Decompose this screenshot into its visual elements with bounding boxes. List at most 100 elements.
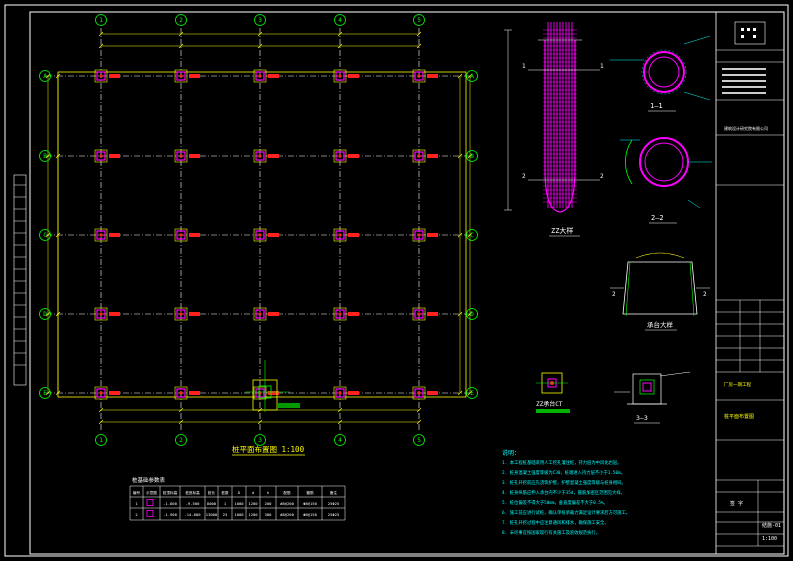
table-title: 桩基础参数表	[132, 476, 166, 484]
table-header-cell: 示意图	[146, 490, 157, 495]
svg-text:5: 5	[417, 17, 421, 24]
pile-tag	[189, 391, 200, 395]
elev-section-2-b: 2	[600, 173, 604, 180]
axis-bubble-left-E: E	[39, 387, 51, 399]
table-cell: #8@200	[280, 501, 294, 506]
pile-tag	[109, 312, 120, 316]
pile-tag	[427, 233, 438, 237]
pile-cap-B5	[412, 149, 438, 163]
pile-cap-A3	[253, 69, 279, 83]
cap-detail-title: 承台大样	[647, 320, 674, 329]
pile-cap-A4	[333, 69, 359, 83]
elev-section-1-a: 1	[522, 63, 526, 70]
table-header-cell: 桩数	[221, 490, 229, 495]
svg-text:2: 2	[179, 437, 183, 444]
tb-company: 建筑设计研究院有限公司	[724, 125, 768, 131]
table-cell: #8@200	[280, 512, 294, 517]
svg-text:2: 2	[179, 17, 183, 24]
pile-tag	[268, 391, 279, 395]
note-line: 8. 未尽事宜按国家现行有关施工及验收规范执行。	[502, 529, 600, 536]
pile-tag	[109, 233, 120, 237]
elev-section-2-a: 2	[522, 173, 526, 180]
svg-text:A: A	[470, 73, 474, 80]
svg-text:D: D	[43, 311, 47, 318]
svg-text:C: C	[43, 232, 47, 239]
pile-cap-D4	[333, 307, 359, 321]
tb-scale: 1:100	[762, 536, 777, 542]
pile-tag	[268, 233, 279, 237]
svg-text:B: B	[43, 153, 47, 160]
svg-text:4: 4	[338, 437, 342, 444]
note-line: 1. 本工程桩基础采用人工挖孔灌注桩，持力层为中风化岩层。	[502, 459, 621, 466]
table-cell: -1.900	[163, 512, 177, 517]
pile-cap-C3	[253, 228, 279, 242]
table-cell: 25Φ25	[328, 501, 339, 506]
svg-text:3: 3	[258, 17, 262, 24]
table-cell: 1000	[234, 512, 244, 517]
axis-bubble-left-D: D	[39, 308, 51, 320]
title-block: 建筑设计研究院有限公司 厂房一期工程 桩平面布置图 签 字 结施-01 1:10…	[715, 12, 784, 554]
note-line: 7. 桩孔开挖过程中应注意通风和排水，确保施工安全。	[502, 519, 609, 526]
table-cell: Φ8@150	[303, 501, 317, 506]
svg-text:5: 5	[417, 437, 421, 444]
pile-elevation-title: ZZ大样	[551, 226, 573, 235]
general-notes: 说明： 1. 本工程桩基础采用人工挖孔灌注桩，持力层为中风化岩层。 2. 桩身混凝…	[502, 449, 630, 536]
table-cell: 1200	[248, 512, 258, 517]
cap-callout	[245, 360, 300, 412]
table-header-cell: 编号	[133, 490, 141, 495]
table-cell: 2	[135, 512, 137, 517]
pile-cap-C4	[333, 228, 359, 242]
note-line: 5. 桩位偏差不得大于50mm，垂直度偏差不大于0.5%。	[502, 499, 608, 506]
pile-shaft-outline	[544, 40, 576, 213]
tb-project: 厂房一期工程	[724, 381, 751, 388]
axis-bubble-left-A: A	[39, 70, 51, 82]
axis-bubble-top-3: 3	[254, 14, 266, 26]
axis-bubble-bottom-2: 2	[175, 434, 187, 446]
cap-plan-title: ZZ承台CT	[536, 400, 563, 408]
svg-text:E: E	[470, 390, 474, 397]
table-cell: 1	[135, 501, 138, 506]
pile-cap-B2	[174, 149, 200, 163]
axis-bubble-bottom-4: 4	[334, 434, 346, 446]
table-header-cell: D	[238, 491, 240, 495]
axis-bubble-top-1: 1	[95, 14, 107, 26]
svg-text:1: 1	[99, 17, 103, 24]
table-header-cell: 桩长	[208, 490, 216, 495]
table-header-cell: 备注	[330, 490, 338, 495]
pile-tag	[109, 74, 120, 78]
table-header-cell: h	[267, 491, 269, 495]
table-cell: -9.500	[186, 501, 200, 506]
drawing-frame-outer	[4, 4, 789, 557]
svg-text:1: 1	[99, 437, 103, 444]
notes-title: 说明：	[502, 449, 520, 457]
axis-bubble-top-2: 2	[175, 14, 187, 26]
axis-bubble-left-C: C	[39, 229, 51, 241]
pile-tag	[189, 233, 200, 237]
axis-bubble-top-4: 4	[334, 14, 346, 26]
section-1-1: 1—1	[610, 35, 711, 112]
table-cell: 1000	[234, 501, 244, 506]
note-line: 2. 桩身混凝土强度等级为C30，桩端进入持力层不小于1.50m。	[502, 469, 625, 476]
pile-tag	[427, 154, 438, 158]
pile-cap-C5	[412, 228, 438, 242]
pile-cap-C2	[174, 228, 200, 242]
table-cell: -14.800	[184, 512, 201, 517]
svg-text:4: 4	[338, 17, 342, 24]
pile-cap-A1	[94, 69, 120, 83]
table-cell: 1200	[248, 501, 258, 506]
pile-cap-D2	[174, 307, 200, 321]
table-cell: 23	[223, 512, 228, 517]
pile-tag	[348, 391, 359, 395]
pile-tag	[268, 154, 279, 158]
cap-detail: 2 2 承台大样	[610, 252, 710, 331]
table-cell: 300	[265, 512, 273, 517]
table-cell: Φ8@150	[303, 512, 317, 517]
elev-section-1-b: 1	[600, 63, 604, 70]
pile-cap-B3	[253, 149, 279, 163]
table-symbol	[146, 510, 154, 517]
pile-cap-A5	[412, 69, 438, 83]
table-cell: 8000	[207, 501, 217, 506]
pile-tag	[268, 312, 279, 316]
pile-tag	[109, 154, 120, 158]
